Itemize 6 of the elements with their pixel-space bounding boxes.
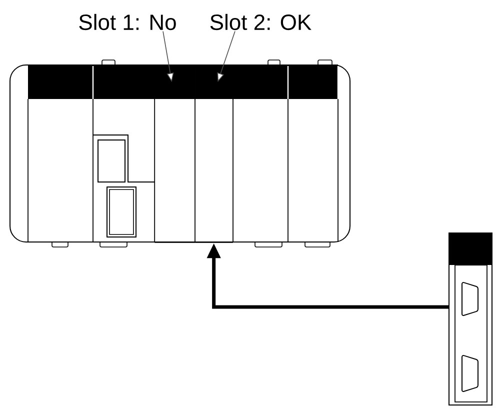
module-unit (448, 232, 492, 406)
module-slot (154, 64, 196, 243)
rack-drawing (10, 60, 350, 248)
callout-label: Slot 2: OK (210, 14, 312, 30)
callout-label: Slot 1: No (79, 14, 176, 30)
module-slot (194, 64, 234, 243)
